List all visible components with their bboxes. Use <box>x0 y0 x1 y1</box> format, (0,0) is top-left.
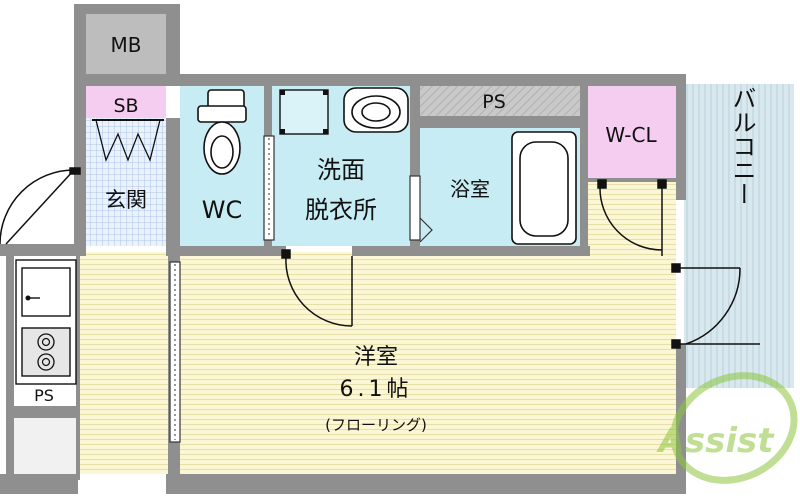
wcl-path-floor <box>588 178 676 258</box>
swing-doors <box>0 167 760 349</box>
main-room-name: 洋室 <box>354 345 398 370</box>
washroom-label-line1: 洗面 <box>317 156 365 184</box>
washing-machine-space <box>279 89 329 135</box>
entrance-label: 玄関 <box>105 188 147 212</box>
wash-basin <box>343 87 409 133</box>
sliding-doors <box>169 135 433 443</box>
assist-logo-text: Assist <box>656 421 776 461</box>
kitchen <box>15 259 77 385</box>
ps-left-label: PS <box>34 386 54 405</box>
balcony-floor <box>684 84 794 388</box>
ps-top-label: PS <box>482 91 506 113</box>
mb-box <box>86 14 166 74</box>
main-room-floor-type: (フローリング) <box>325 416 427 434</box>
wcl-box <box>588 86 676 178</box>
ps-top-box <box>420 86 580 116</box>
sb-box <box>86 86 166 118</box>
balcony-label: バルコニー <box>728 86 756 206</box>
main-room-size: 6.1帖 <box>340 377 413 402</box>
mb-label: MB <box>111 33 142 57</box>
toilet-fixture <box>197 89 247 175</box>
sb-label: SB <box>113 95 138 117</box>
shoe-box-doors <box>92 119 164 162</box>
walls <box>0 4 686 494</box>
assist-logo-watermark: Assist <box>656 372 798 484</box>
bath-label: 浴室 <box>450 177 490 201</box>
ps-left-lower <box>14 418 76 476</box>
wcl-label: W-CL <box>605 123 657 147</box>
wc-label: WC <box>202 196 243 224</box>
bathtub <box>511 131 577 245</box>
entrance-floor <box>86 118 166 246</box>
washroom-label-line2: 脱衣所 <box>305 196 377 224</box>
